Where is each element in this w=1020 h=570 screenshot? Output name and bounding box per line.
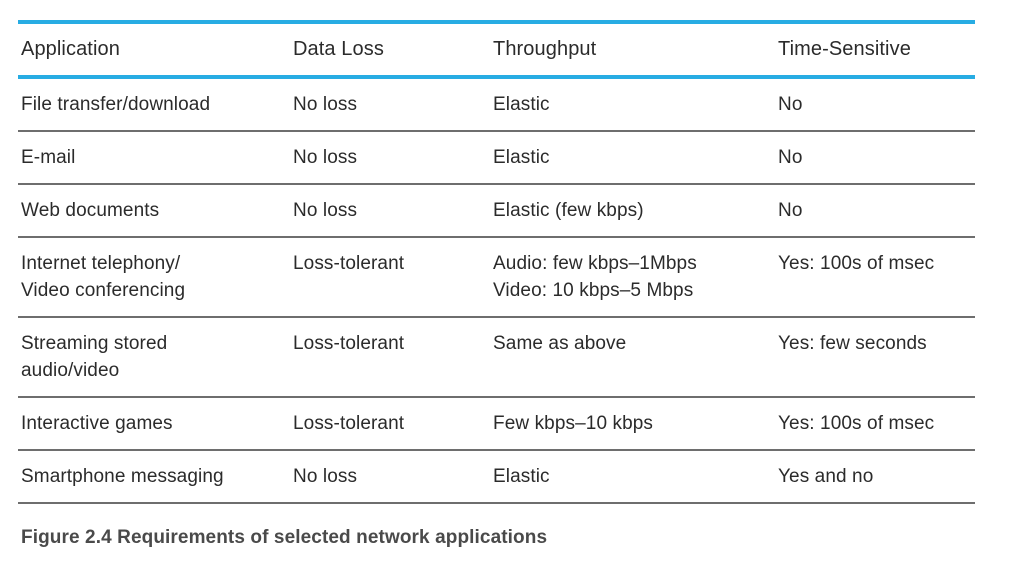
table-row: Streaming stored audio/video Loss-tolerant… [18,317,975,398]
cell-time_sensitive: No [775,131,975,185]
cell-line: Audio: few kbps–1Mbps [493,253,697,274]
cell-application: Web documents [18,184,290,238]
figure-caption: Figure 2.4 Requirements of selected netw… [21,527,548,548]
cell-throughput: Elastic [490,450,775,504]
requirements-table-wrapper: Application Data Loss Throughput Time-Se… [18,20,975,504]
cell-application: Internet telephony/Video conferencing [18,237,290,318]
cell-line: Smartphone messaging [21,466,224,487]
cell-application: Interactive games [18,397,290,451]
cell-line: Yes: 100s of msec [778,253,935,274]
column-header-throughput: Throughput [490,24,775,79]
cell-line: Interactive games [21,413,173,434]
column-header-time-sensitive: Time-Sensitive [775,24,975,79]
cell-line: Loss-tolerant [293,413,405,434]
cell-line: Video: 10 kbps–5 Mbps [493,280,694,301]
table-top-rule [18,20,975,24]
cell-line: Yes: few seconds [778,333,927,354]
table-row: Interactive games Loss-tolerant Few kbps–1… [18,397,975,451]
cell-line: Same as above [493,333,627,354]
cell-line: Streaming stored [21,333,168,354]
cell-line: Video conferencing [21,280,186,301]
cell-data_loss: Loss-tolerant [290,397,490,451]
cell-data_loss: No loss [290,184,490,238]
cell-line: No loss [293,200,358,221]
cell-line: Loss-tolerant [293,333,405,354]
cell-line: No loss [293,466,358,487]
cell-time_sensitive: Yes: 100s of msec [775,237,975,318]
cell-data_loss: No loss [290,450,490,504]
cell-application: Smartphone messaging [18,450,290,504]
cell-line: File transfer/download [21,94,211,115]
table-header: Application Data Loss Throughput Time-Se… [18,20,975,79]
cell-line: audio/video [21,360,120,381]
cell-data_loss: No loss [290,77,490,132]
cell-line: No loss [293,147,358,168]
table-row: Smartphone messaging No loss Elastic Yes an… [18,450,975,504]
cell-throughput: Few kbps–10 kbps [490,397,775,451]
cell-throughput: Same as above [490,317,775,398]
column-header-application: Application [18,24,290,79]
cell-data_loss: Loss-tolerant [290,317,490,398]
cell-time_sensitive: Yes and no [775,450,975,504]
cell-line: No loss [293,94,358,115]
requirements-table: Application Data Loss Throughput Time-Se… [18,20,975,504]
cell-time_sensitive: Yes: 100s of msec [775,397,975,451]
table-row: E-mail No loss Elastic No [18,131,975,185]
cell-line: No [778,94,803,115]
cell-line: Yes and no [778,466,874,487]
table-header-row: Application Data Loss Throughput Time-Se… [18,24,975,79]
cell-time_sensitive: Yes: few seconds [775,317,975,398]
table-row: File transfer/download No loss Elastic No [18,77,975,132]
cell-line: No [778,200,803,221]
cell-time_sensitive: No [775,77,975,132]
cell-throughput: Elastic [490,131,775,185]
cell-throughput: Elastic (few kbps) [490,184,775,238]
cell-application: File transfer/download [18,77,290,132]
cell-application: E-mail [18,131,290,185]
cell-line: Few kbps–10 kbps [493,413,654,434]
cell-line: Elastic [493,466,550,487]
top-rule-line [18,20,975,24]
table-row: Web documents No loss Elastic (few kbps) No [18,184,975,238]
cell-line: Yes: 100s of msec [778,413,935,434]
cell-data_loss: Loss-tolerant [290,237,490,318]
cell-time_sensitive: No [775,184,975,238]
cell-data_loss: No loss [290,131,490,185]
cell-application: Streaming stored audio/video [18,317,290,398]
column-header-data-loss: Data Loss [290,24,490,79]
cell-line: Elastic [493,94,550,115]
cell-line: Web documents [21,200,160,221]
cell-line: E-mail [21,147,76,168]
cell-line: Loss-tolerant [293,253,405,274]
cell-throughput: Elastic [490,77,775,132]
cell-line: Internet telephony/ [21,253,181,274]
cell-line: No [778,147,803,168]
cell-line: Elastic (few kbps) [493,200,644,221]
cell-line: Elastic [493,147,550,168]
